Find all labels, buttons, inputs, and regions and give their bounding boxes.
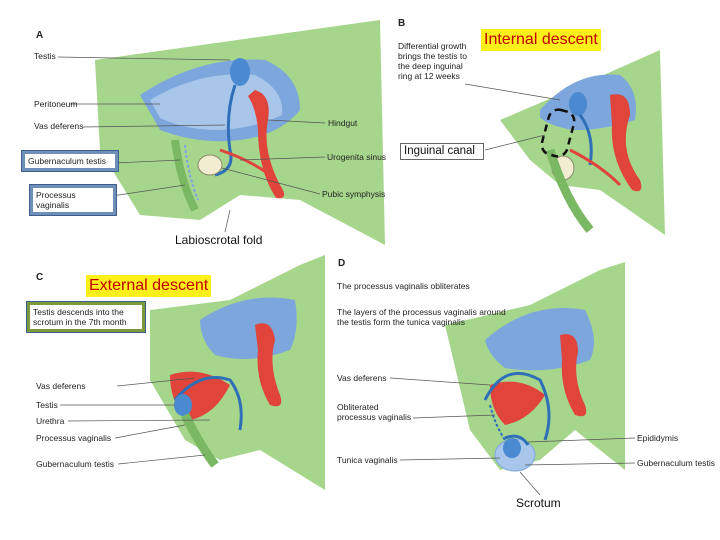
panel-c-label-vas-deferens: Vas deferens: [36, 381, 86, 391]
panel-d-letter: D: [338, 258, 346, 269]
panel-c-description: Testis descends into the scrotum in the …: [26, 301, 146, 333]
panel-a-vas-deferens: [214, 84, 237, 177]
panel-b-body-wall: [500, 50, 665, 235]
panel-d-label-obliterated: Obliterated processus vaginalis: [337, 402, 412, 422]
panel-d-obliterated-processus: [489, 404, 506, 441]
panel-d-bladder: [490, 381, 545, 425]
panel-a-gubernaculum: [171, 139, 199, 212]
panel-c-label-gubernaculum: Gubernaculum testis: [36, 459, 114, 469]
panel-c-leader-lines: [60, 377, 211, 465]
panel-a-label-vas-deferens: Vas deferens: [34, 121, 84, 131]
panel-a-label-peritoneum: Peritoneum: [34, 99, 78, 109]
panel-a-urogenital-sinus: [219, 148, 271, 177]
panel-b-gubernaculum: [545, 148, 594, 233]
panel-d-testis: [503, 438, 521, 458]
panel-b-inguinal-marker: [540, 108, 576, 158]
panel-d-line1: The processus vaginalis obliterates: [337, 281, 470, 291]
panel-d-label-scrotum: Scrotum: [516, 496, 561, 510]
panel-b-hindgut: [610, 94, 642, 192]
panel-d-vas-deferens: [483, 371, 551, 441]
panel-a-label-hindgut: Hindgut: [328, 118, 358, 128]
panel-d-label-epididymis: Epididymis: [637, 433, 679, 443]
panel-a-letter: A: [36, 30, 44, 41]
panel-b-illustration: [464, 50, 665, 235]
panel-a-label-gubernaculum: Gubernaculum testis: [21, 150, 119, 172]
panel-a-testis: [230, 58, 250, 86]
panel-b-callout-internal-descent: Internal descent: [481, 29, 601, 51]
panel-a-label-testis: Testis: [34, 51, 56, 61]
panel-c-label-testis: Testis: [36, 400, 58, 410]
panel-b-letter: B: [398, 18, 406, 29]
panel-a-label-processus: Processus vaginalis: [29, 184, 117, 216]
panel-c-illustration: [60, 255, 325, 490]
panel-a-abdominal-cavity: [150, 74, 283, 130]
panel-c-testis: [174, 394, 192, 416]
panel-a-leader-lines: [57, 56, 326, 233]
panel-c-label-urethra: Urethra: [36, 416, 65, 426]
panel-b-leader-lines: [464, 83, 561, 151]
panel-d-label-tunica: Tunica vaginalis: [337, 455, 398, 465]
panel-c-vas-deferens: [173, 376, 243, 431]
panel-d-line2: The layers of the processus vaginalis ar…: [337, 307, 506, 327]
panel-a-label-pubic-symphysis: Pubic symphysis: [322, 189, 386, 199]
panel-c-letter: C: [36, 272, 44, 283]
panel-d-epididymis: [504, 434, 530, 446]
panel-c-callout-external-descent: External descent: [86, 275, 212, 297]
panel-b-testis: [569, 92, 587, 116]
panel-a-illustration: [57, 20, 385, 245]
panel-a-hindgut: [248, 90, 285, 199]
panel-a-processus-vaginalis: [184, 144, 199, 201]
panel-d-label-gubernaculum: Gubernaculum testis: [637, 458, 715, 468]
panel-d-label-vas-deferens: Vas deferens: [337, 373, 387, 383]
panel-a-label-labioscrotal: Labioscrotal fold: [175, 233, 263, 247]
panel-d-illustration: [389, 262, 636, 496]
panel-c-hindgut: [255, 323, 282, 407]
panel-d-hindgut: [560, 334, 587, 417]
panel-b-urogenital-sinus: [569, 148, 622, 187]
panel-d-leader-lines: [389, 377, 636, 496]
panel-b-label-inguinal: Inguinal canal: [400, 143, 484, 160]
panel-a-pubic-symphysis: [197, 154, 223, 176]
panel-b-description: Differential growth brings the testis to…: [398, 41, 467, 81]
panel-a-label-urogenital-sinus: Urogenita sinus: [327, 152, 387, 162]
panel-c-label-processus: Processus vaginalis: [36, 433, 112, 443]
